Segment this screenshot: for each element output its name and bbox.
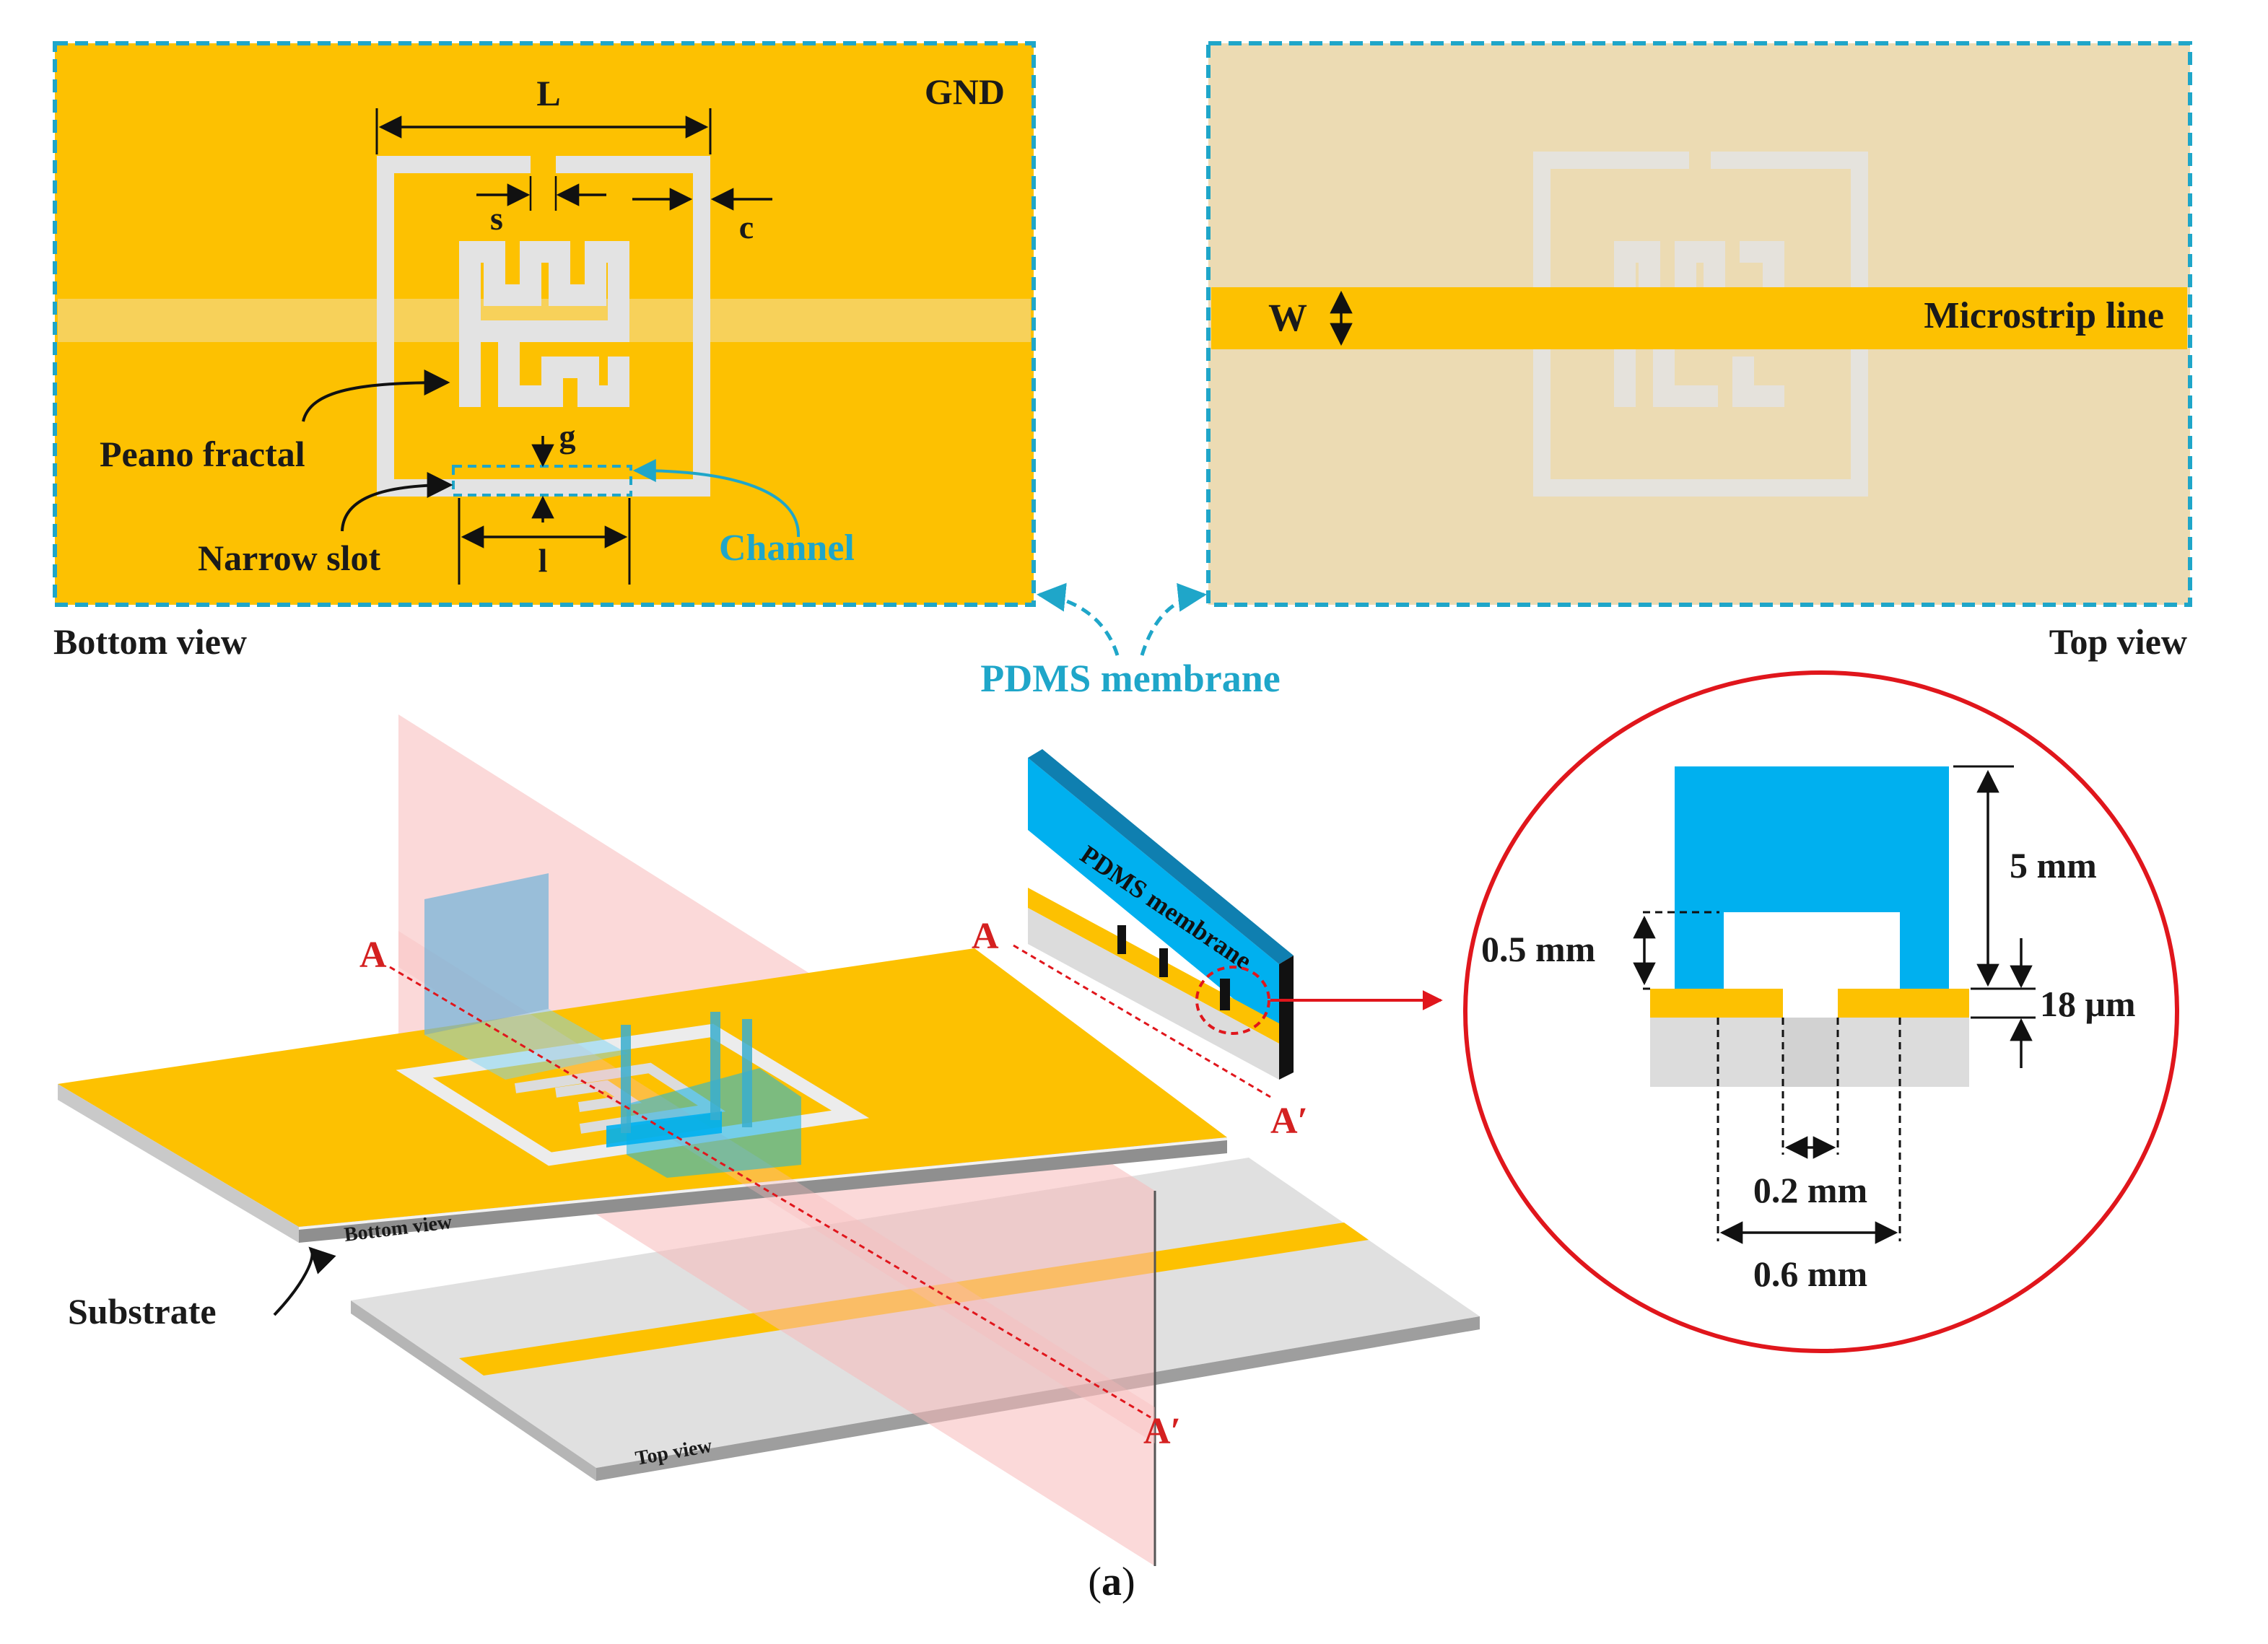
dim-slot-label: 0.2 mm bbox=[1753, 1170, 1867, 1210]
dim-W-label: W bbox=[1268, 296, 1307, 339]
channel-label: Channel bbox=[719, 528, 855, 569]
section-A-left: A bbox=[359, 935, 387, 976]
pdms-membrane-callout: PDMS membrane bbox=[980, 657, 1280, 700]
dim-gap-label: 0.5 mm bbox=[1481, 929, 1595, 969]
isometric-assembly: Top view Bottom view A A′ bbox=[58, 714, 1480, 1566]
detail-copper-left bbox=[1650, 989, 1783, 1018]
detail-pdms bbox=[1675, 766, 1949, 989]
dim-copper-label: 18 μm bbox=[2040, 984, 2136, 1024]
iso-pdms-blocks bbox=[424, 873, 801, 1178]
bottom-view-panel: L s c g l GND Peano fractal Narrow slot … bbox=[53, 41, 1036, 607]
peano-fractal-shape bbox=[459, 241, 629, 407]
dim-s-label: s bbox=[490, 200, 503, 237]
peano-fractal-label: Peano fractal bbox=[100, 434, 305, 474]
detail-highlight bbox=[1195, 966, 1270, 1035]
section-A-prime-left: A′ bbox=[1143, 1411, 1181, 1452]
figure-caption: (a) bbox=[1088, 1560, 1135, 1604]
microstrip-line-label: Microstrip line bbox=[1924, 295, 2164, 336]
substrate-label: Substrate bbox=[68, 1291, 217, 1332]
pdms-callout-arrows bbox=[1037, 582, 1207, 656]
gnd-label: GND bbox=[925, 71, 1005, 112]
dim-height-label: 5 mm bbox=[2010, 845, 2097, 886]
bottom-view-caption: Bottom view bbox=[53, 621, 247, 662]
detail-copper-right bbox=[1838, 989, 1969, 1018]
upper-board-face bbox=[58, 948, 1227, 1227]
section-A-right: A bbox=[972, 916, 999, 957]
section-A-prime-right: A′ bbox=[1270, 1101, 1308, 1142]
dim-L-label: L bbox=[536, 73, 560, 113]
top-view-caption: Top view bbox=[2049, 621, 2187, 662]
narrow-slot-label: Narrow slot bbox=[198, 538, 381, 578]
dim-l-label: l bbox=[538, 542, 548, 579]
dim-channel-label: 0.6 mm bbox=[1753, 1254, 1867, 1294]
cross-section-detail: 5 mm 0.5 mm 18 μm 0.2 mm 0.6 mm bbox=[1463, 670, 2179, 1353]
dim-g-label: g bbox=[559, 418, 576, 455]
dim-c-label: c bbox=[739, 209, 754, 245]
top-view-panel: W Microstrip line bbox=[1206, 41, 2192, 607]
microstrip-line bbox=[1211, 287, 2187, 349]
